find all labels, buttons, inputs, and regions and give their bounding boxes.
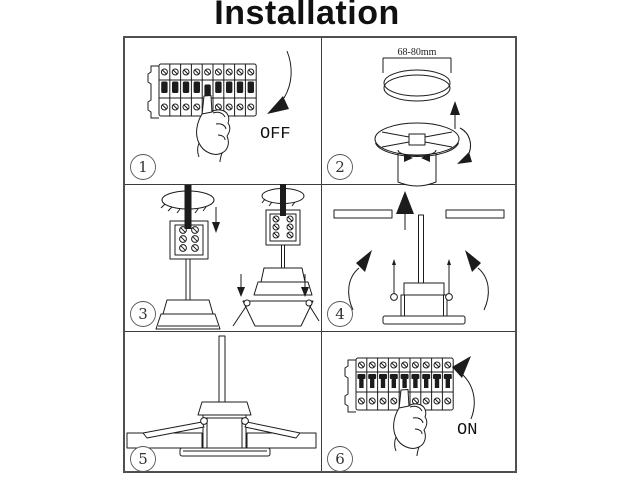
downlight-side-icon [382, 214, 466, 325]
step-number-3: 3 [138, 305, 148, 323]
step-badge-1: 1 [130, 154, 156, 180]
ceiling-section-icon [333, 209, 505, 219]
on-label: ON [457, 421, 477, 440]
breaker-terminal-screws-top [160, 68, 255, 76]
step-number-2: 2 [335, 158, 345, 176]
downlight-front-left-icon [155, 299, 221, 330]
step-number-1: 1 [138, 158, 148, 176]
breaker-toggles-off [161, 81, 254, 96]
steps-grid [123, 36, 517, 473]
mains-cable-icon [184, 185, 192, 229]
fold-spring-arrows-icon [348, 250, 489, 311]
hole-dimension: 68-80mm [382, 47, 452, 73]
step-panel-3: 3 [123, 183, 320, 330]
downlight-back-view-icon [374, 122, 460, 187]
page-title: Installation [214, 0, 400, 32]
rotate-arrow-icon [457, 127, 472, 164]
turn-on-arrow-icon [452, 356, 475, 420]
step-badge-5: 5 [130, 446, 156, 472]
insert-fixture-illustration: 4 [327, 191, 505, 327]
breaker-on-illustration: ON 6 [327, 356, 477, 472]
pull-wire-down-arrow-icon [212, 207, 220, 233]
turn-off-arrow-icon [267, 50, 292, 114]
step-panel-5: 5 [123, 330, 320, 473]
ceiling-cutout-disc-icon [383, 69, 451, 102]
step-panel-4: 4 [320, 183, 517, 330]
ceiling-left-icon [126, 432, 203, 449]
step-badge-6: 6 [327, 446, 353, 472]
grid-vertical-divider [320, 38, 322, 471]
step-badge-2: 2 [327, 154, 353, 180]
step-number-4: 4 [335, 305, 345, 323]
trim-ring-icon [179, 447, 271, 457]
grid-horizontal-divider-1 [125, 183, 515, 185]
pointing-hand-icon [393, 389, 428, 457]
breaker-terminal-screws-top [357, 361, 452, 369]
breaker-toggles-on [357, 374, 452, 388]
step-number-6: 6 [335, 450, 345, 468]
step-badge-3: 3 [130, 301, 156, 327]
grid-horizontal-divider-2 [125, 330, 515, 332]
installed-illustration: 5 [126, 335, 317, 472]
off-label: OFF [260, 125, 291, 144]
lift-up-arrow-icon [450, 101, 460, 129]
wiring-illustration: 3 [130, 184, 320, 330]
breaker-off-illustration: OFF 1 [130, 50, 292, 180]
press-down-arrows-icon [237, 274, 309, 297]
terminal-block-right-icon [265, 184, 301, 268]
step-panel-1: OFF 1 [123, 36, 320, 183]
spring-clip-right-icon [244, 421, 301, 439]
mounting-ring-icon [232, 299, 320, 327]
cut-hole-illustration: 68-80mm [327, 47, 472, 187]
pointing-hand-icon [196, 95, 231, 163]
installed-downlight-icon [126, 335, 317, 457]
terminal-block-left-icon [169, 185, 209, 300]
step-panel-2: 68-80mm [320, 36, 517, 196]
spring-clip-left-icon [142, 421, 205, 439]
step-panel-6: ON 6 [320, 330, 517, 473]
hole-dimension-label: 68-80mm [398, 47, 437, 58]
push-up-arrow-icon [396, 191, 414, 230]
step-badge-4: 4 [327, 301, 353, 327]
step-number-5: 5 [138, 450, 148, 468]
